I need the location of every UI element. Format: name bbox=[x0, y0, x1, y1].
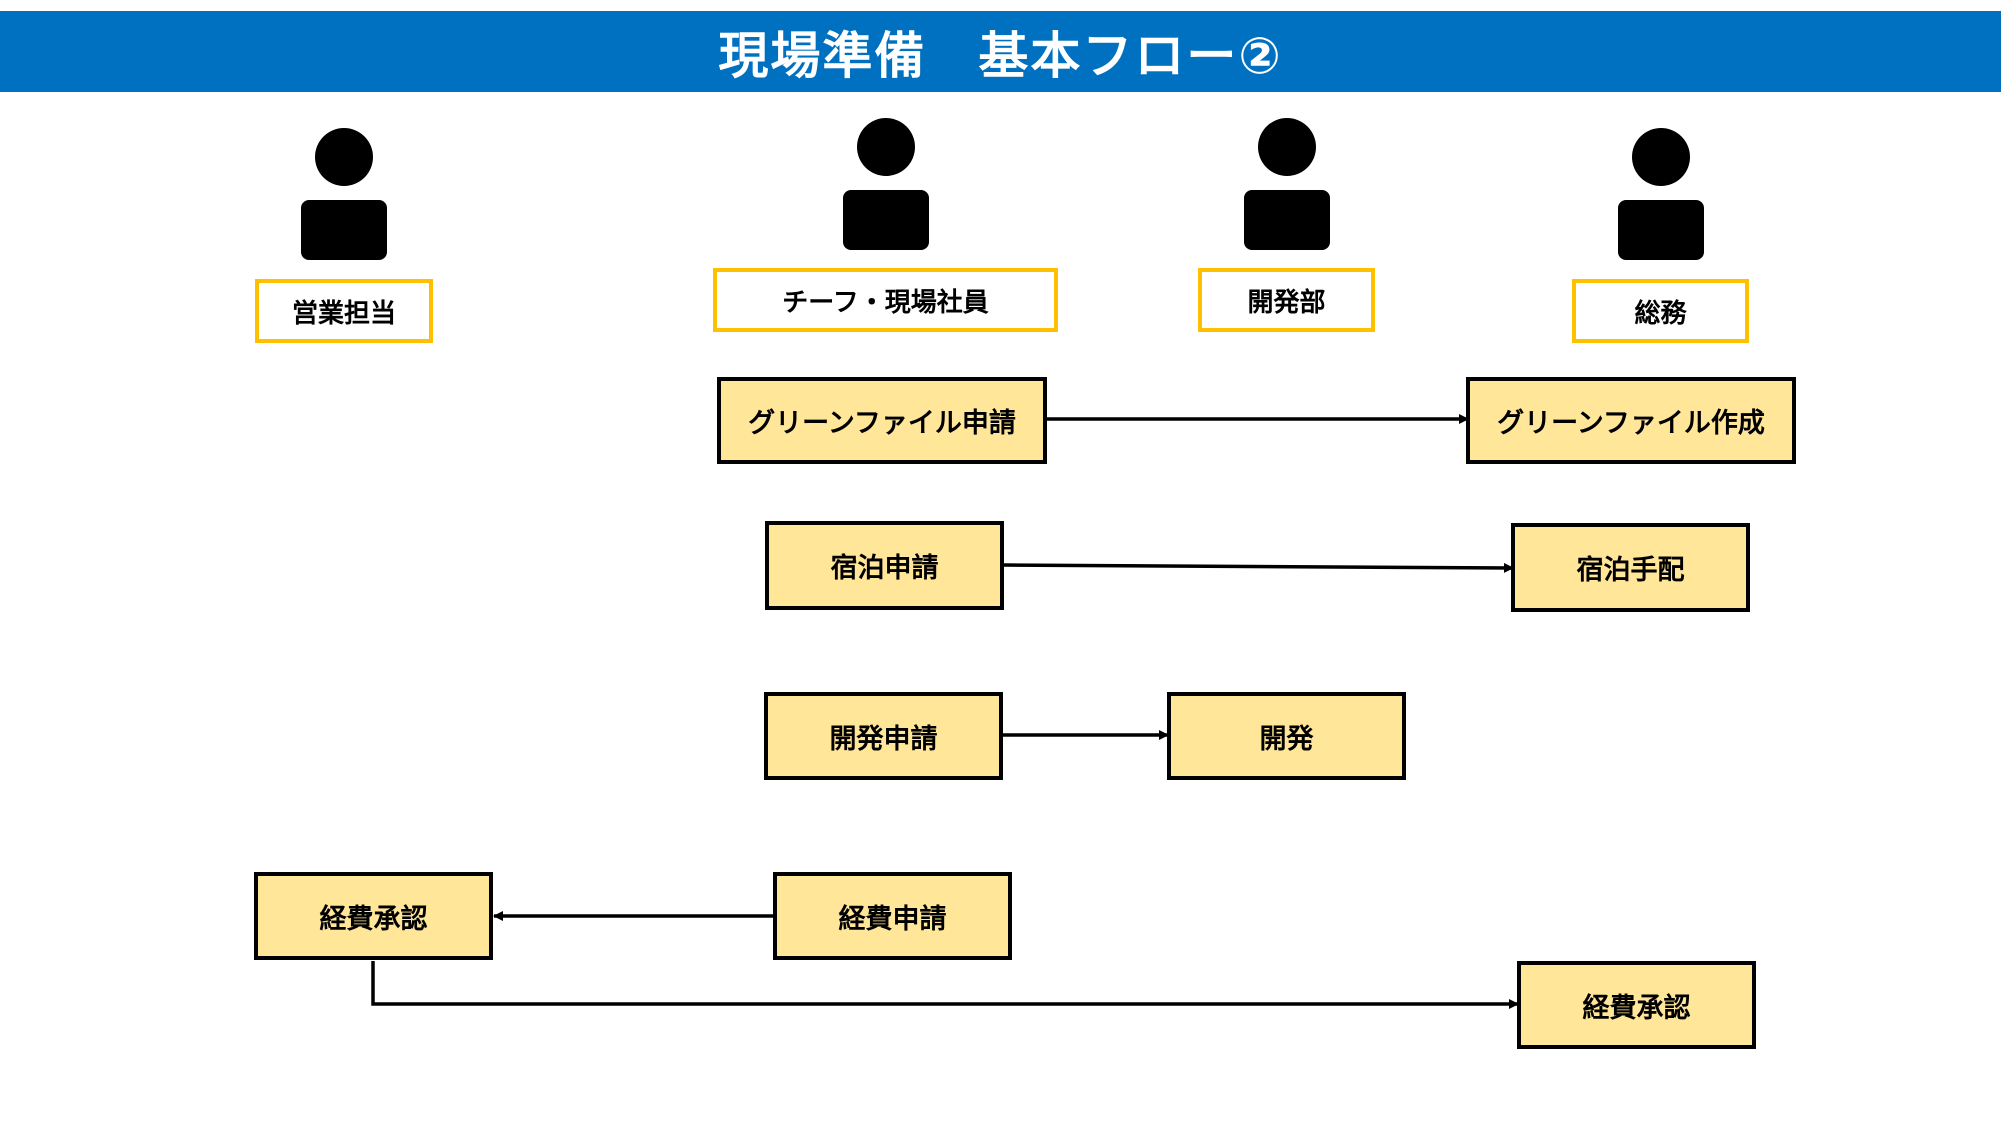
person-body bbox=[1244, 190, 1330, 250]
node-green-file-request: グリーンファイル申請 bbox=[717, 377, 1047, 464]
arrow-lodging bbox=[1002, 562, 1514, 573]
person-head bbox=[1632, 128, 1690, 186]
node-dev-request: 開発申請 bbox=[764, 692, 1003, 780]
node-expense-request: 経費申請 bbox=[773, 872, 1012, 960]
person-head bbox=[857, 118, 915, 176]
role-label-chief: チーフ・現場社員 bbox=[713, 268, 1058, 332]
role-label-general-affairs: 総務 bbox=[1572, 279, 1749, 343]
node-green-file-create: グリーンファイル作成 bbox=[1466, 377, 1796, 464]
page-title: 現場準備 基本フロー② bbox=[718, 26, 1283, 85]
node-lodging-arrange: 宿泊手配 bbox=[1511, 523, 1750, 612]
node-expense-approval-ga: 経費承認 bbox=[1517, 961, 1756, 1049]
person-body bbox=[843, 190, 929, 250]
role-label-sales: 営業担当 bbox=[255, 279, 433, 343]
person-head bbox=[1258, 118, 1316, 176]
person-body bbox=[301, 200, 387, 260]
person-head bbox=[315, 128, 373, 186]
role-label-dev-dept: 開発部 bbox=[1198, 268, 1375, 332]
node-lodging-request: 宿泊申請 bbox=[765, 521, 1004, 610]
node-expense-approval-sales: 経費承認 bbox=[254, 872, 493, 960]
arrow-expense-to-general-affairs bbox=[371, 961, 1519, 1009]
header-bar: 現場準備 基本フロー② bbox=[0, 11, 2001, 92]
person-body bbox=[1618, 200, 1704, 260]
node-dev: 開発 bbox=[1167, 692, 1406, 780]
